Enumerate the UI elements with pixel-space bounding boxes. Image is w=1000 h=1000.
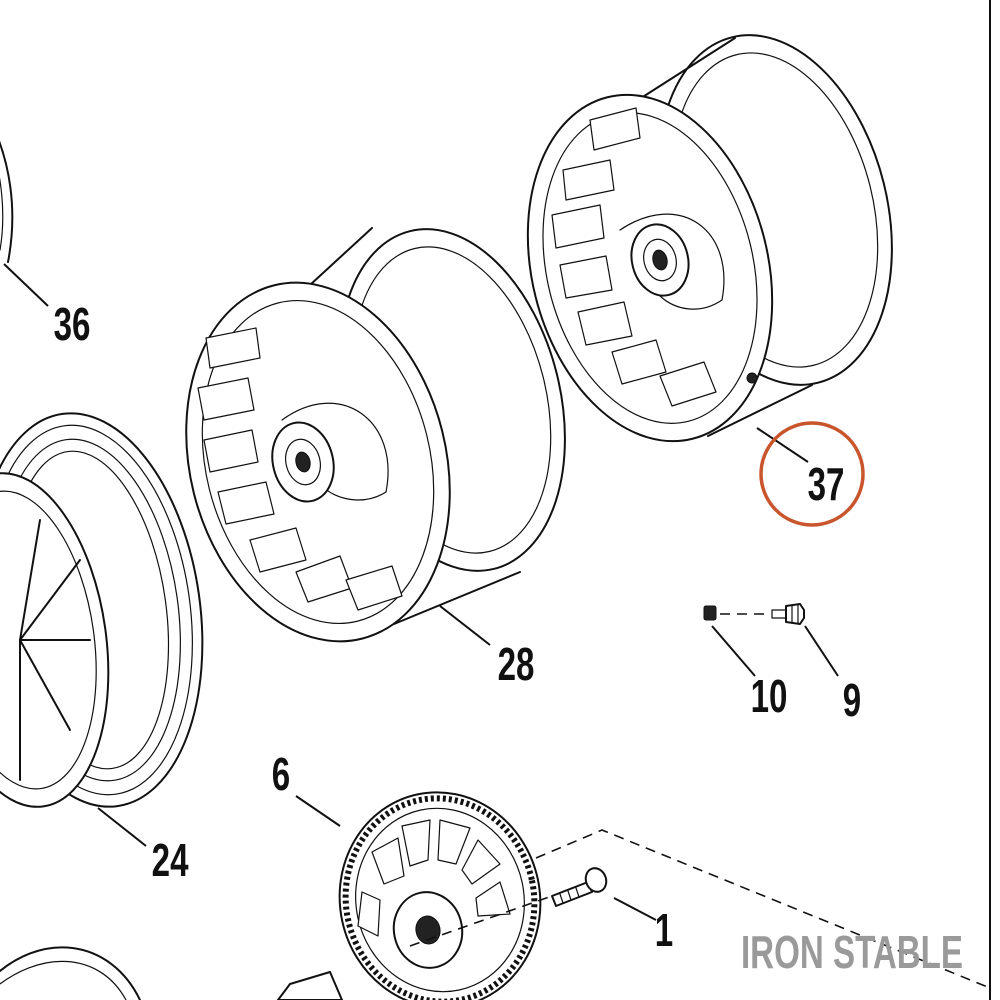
callout-28[interactable]: 28 xyxy=(498,640,535,690)
callout-36[interactable]: 36 xyxy=(54,300,91,350)
leader-1 xyxy=(613,897,657,921)
leader-37 xyxy=(756,427,809,463)
assembly-path-bolt xyxy=(535,829,991,989)
pulley-6[interactable] xyxy=(320,774,561,1000)
bolt-1[interactable] xyxy=(409,865,610,947)
highlight-ring-37 xyxy=(759,421,865,527)
leader-9 xyxy=(804,625,839,677)
callout-1[interactable]: 1 xyxy=(655,906,673,956)
leader-28 xyxy=(439,605,491,646)
wheel-37[interactable] xyxy=(493,10,927,467)
callout-10[interactable]: 10 xyxy=(751,672,788,722)
valve-cap-10[interactable] xyxy=(703,605,717,621)
callout-24[interactable]: 24 xyxy=(152,836,189,886)
leader-10 xyxy=(711,625,756,677)
callout-37[interactable]: 37 xyxy=(808,460,845,510)
leader-24 xyxy=(97,807,147,847)
wheel-28[interactable] xyxy=(150,205,599,670)
valve-stem-9[interactable] xyxy=(771,603,805,625)
callout-9[interactable]: 9 xyxy=(843,676,861,726)
leader-6 xyxy=(295,795,341,827)
spacer-bottom xyxy=(277,971,343,1000)
callout-6[interactable]: 6 xyxy=(272,750,290,800)
wheel-36[interactable] xyxy=(0,120,14,263)
leader-36 xyxy=(3,263,49,307)
wheel-bottom-left xyxy=(0,946,141,1000)
watermark: IRON STABLE xyxy=(741,928,963,978)
tire-24[interactable] xyxy=(0,399,226,822)
